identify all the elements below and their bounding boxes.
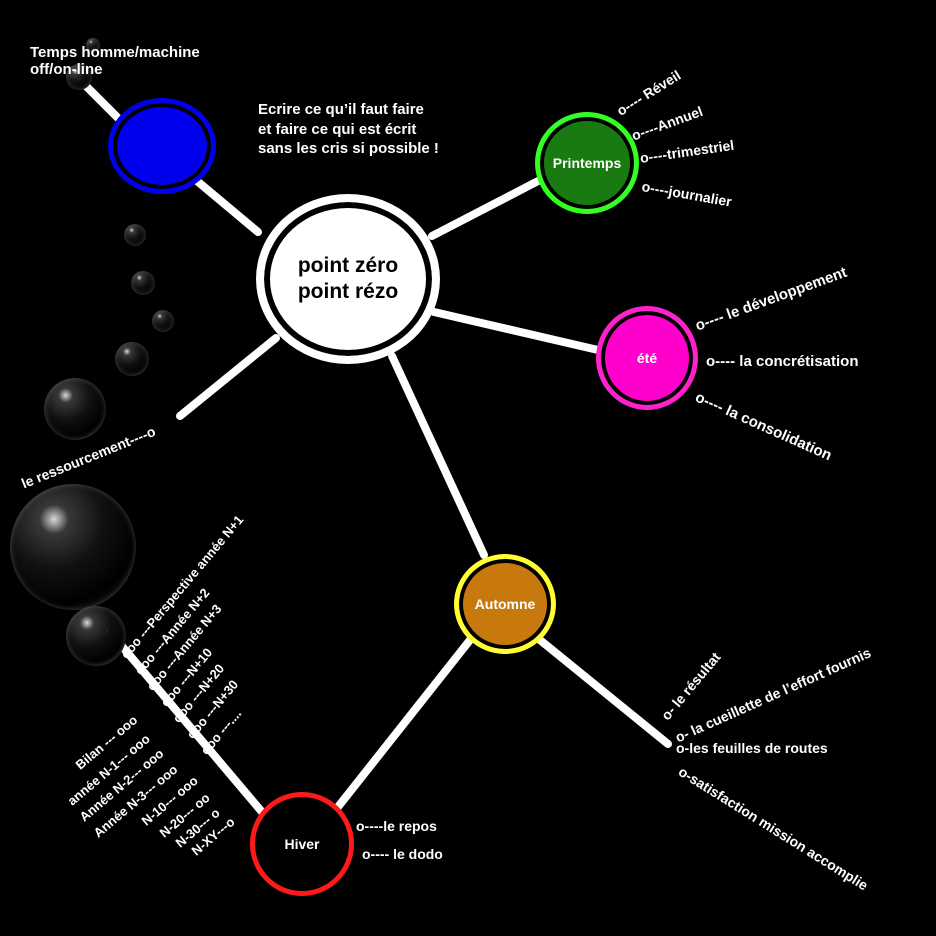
ete-label: été [636,350,658,366]
blue-node[interactable] [108,98,216,194]
motto-text: Ecrire ce qu’il faut faire et faire ce q… [258,100,439,159]
bubble-decoration [66,606,126,666]
bubble-decoration [131,271,155,295]
hiver-label: Hiver [284,836,320,852]
bubble-decoration [124,224,146,246]
blue-node-inner [122,112,202,180]
connector-automne-hiver [330,636,474,816]
connector-bubble-hiver [106,628,266,816]
center-line1: point zéro [297,253,399,277]
connector-center-ete [430,308,602,354]
connector-center-automne [388,352,488,559]
time-label-line1: Temps homme/machine [30,44,200,61]
printemps-node[interactable]: Printemps [535,112,639,214]
connector-blue-corner [78,78,122,122]
time-label-line2: off/on-line [30,61,103,79]
connector-center-ressourcement [176,334,280,420]
ete-item: o---- la concrétisation [706,353,859,370]
connector-automne-feuilles [536,636,672,748]
bubble-decoration [10,484,136,610]
bubble-decoration [44,378,106,440]
ete-node[interactable]: été [596,306,698,410]
motto-line: et faire ce qui est écrit [258,120,417,138]
bubble-decoration [115,342,149,376]
center-line2: point rézo [297,280,399,303]
motto-line: sans les cris si possible ! [258,140,439,157]
bubble-decoration [152,310,174,332]
center-node-label: point zéro point rézo [298,253,398,306]
hiver-node[interactable]: Hiver [250,792,354,896]
motto-line: Ecrire ce qu’il faut faire [258,101,424,118]
bubble-decoration [86,38,100,52]
printemps-label: Printemps [552,155,622,171]
time-label: Temps homme/machine off/on-line [30,44,200,79]
automne-item: o-les feuilles de routes [676,740,828,756]
center-node[interactable]: point zéro point rézo [256,194,440,364]
hiver-item: o----le repos [356,818,437,834]
connector-center-printemps [428,176,544,240]
automne-label: Automne [474,596,536,612]
automne-node[interactable]: Automne [454,554,556,654]
hiver-item: o---- le dodo [362,846,443,862]
bubble-decoration [66,64,92,90]
